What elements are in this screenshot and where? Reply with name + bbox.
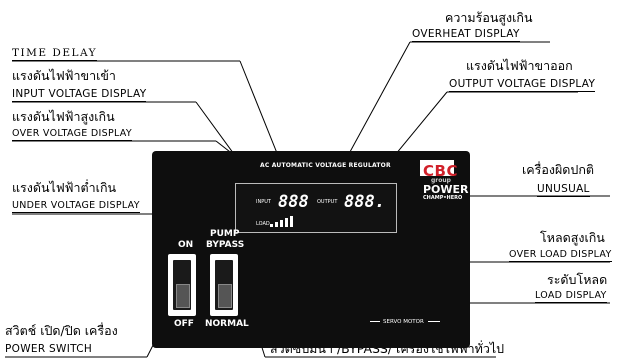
input-voltage-label-th: แรงดันไฟฟ้าขาเข้า	[12, 68, 116, 83]
lcd-display	[235, 183, 397, 233]
unusual-label-th: เครื่องผิดปกติ	[522, 162, 595, 177]
input-voltage-label-en: INPUT VOLTAGE DISPLAY	[12, 88, 147, 102]
load-bar-graph	[270, 216, 293, 227]
pump-label: PUMP	[210, 229, 240, 239]
lcd-output-digits: 888.	[344, 192, 385, 212]
power-switch-rocker	[176, 284, 190, 308]
pump-bypass-switch[interactable]	[210, 254, 238, 316]
cbc-logo: CBC	[423, 162, 458, 180]
logo-champ: CHAMP•HERO	[423, 195, 463, 201]
output-voltage-label-en: OUTPUT VOLTAGE DISPLAY	[449, 78, 596, 92]
logo-sub: group	[431, 177, 451, 184]
lcd-input-digits: 888	[278, 192, 309, 212]
output-voltage-label-th: แรงดันไฟฟ้าขาออก	[466, 58, 573, 73]
load-level-label-en: LOAD DISPLAY	[535, 290, 607, 303]
load-level-label-th: ระดับโหลด	[547, 272, 608, 287]
overheat-label-th: ความร้อนสูงเกิน	[445, 10, 533, 25]
logo-power: POWER	[423, 183, 469, 196]
power-switch-label-en: POWER SWITCH	[5, 343, 93, 355]
lcd-input-label: INPUT	[256, 199, 271, 205]
device-title: AC AUTOMATIC VOLTAGE REGULATOR	[260, 162, 391, 169]
power-switch-off-label: OFF	[174, 319, 194, 329]
overheat-label-en: OVERHEAT DISPLAY	[412, 28, 520, 42]
over-load-label-th: โหลดสูงเกิน	[540, 230, 605, 245]
pump-switch-rocker	[218, 284, 232, 308]
bypass-label: BYPASS	[206, 240, 245, 250]
servo-line-left	[370, 321, 380, 322]
power-switch-on-label: ON	[178, 240, 194, 250]
over-voltage-label-en: OVER VOLTAGE DISPLAY	[12, 128, 132, 141]
over-load-label-en: OVER LOAD DISPLAY	[509, 249, 612, 262]
servo-line-right	[428, 321, 440, 322]
normal-label: NORMAL	[205, 319, 249, 329]
lcd-load-label: LOAD	[256, 221, 270, 227]
logo-badge	[420, 160, 454, 176]
under-voltage-label-en: UNDER VOLTAGE DISPLAY	[12, 200, 140, 213]
time-delay-label: TIME DELAY	[12, 47, 98, 61]
power-switch[interactable]	[168, 254, 196, 316]
over-voltage-label-th: แรงดันไฟฟ้าสูงเกิน	[12, 109, 115, 124]
lcd-output-label: OUTPUT	[317, 199, 338, 205]
power-switch-label-th: สวิตช์ เปิด/ปิด เครื่อง	[5, 323, 118, 338]
unusual-label-en: UNUSUAL	[537, 183, 590, 197]
servo-motor-label: SERVO MOTOR	[383, 319, 424, 325]
under-voltage-label-th: แรงดันไฟฟ้าต่ำเกิน	[12, 180, 117, 195]
